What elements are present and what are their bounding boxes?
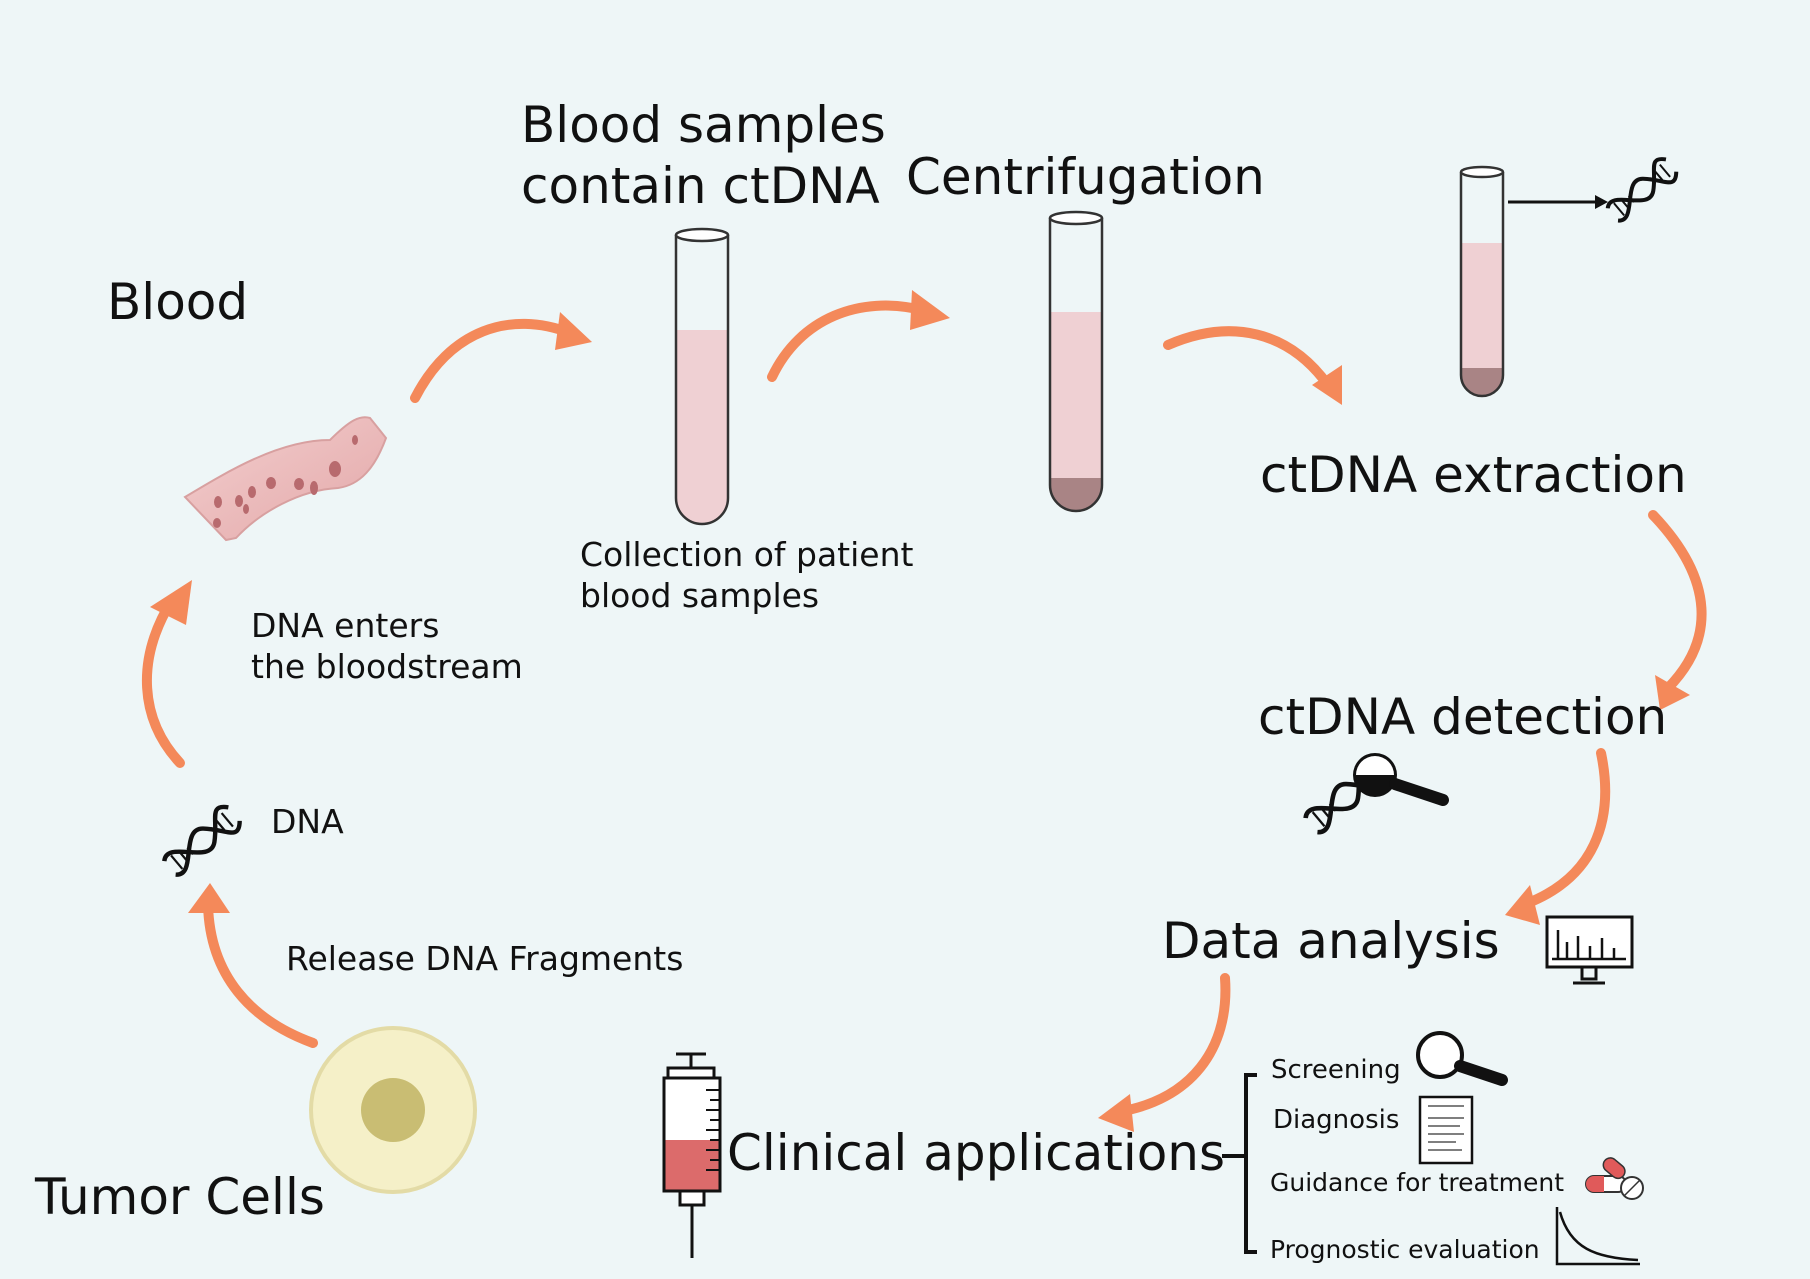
collection-label-line2: blood samples bbox=[580, 576, 820, 615]
application-diagnosis: Diagnosis bbox=[1273, 1105, 1400, 1135]
test-tube-icon bbox=[674, 227, 730, 526]
arrowhead bbox=[910, 290, 950, 330]
arrowhead bbox=[1312, 365, 1342, 405]
blood-vessel-icon bbox=[183, 416, 388, 542]
arrowhead bbox=[1505, 885, 1540, 925]
arrow-vessel-to-sample bbox=[410, 318, 575, 403]
diagnosis-report-icon bbox=[1418, 1095, 1474, 1165]
arrow-centrifuge-to-extraction bbox=[1163, 326, 1335, 393]
blood-samples-label-line2: contain ctDNA bbox=[521, 157, 880, 215]
magnifier-icon bbox=[1353, 753, 1449, 806]
test-tube-icon bbox=[1459, 165, 1505, 398]
application-screening: Screening bbox=[1271, 1055, 1401, 1085]
magnifier-icon bbox=[1416, 1031, 1508, 1086]
tumor-cell-icon bbox=[309, 1026, 477, 1194]
decay-curve-icon bbox=[1555, 1207, 1640, 1266]
ctdna-detection-label: ctDNA detection bbox=[1258, 688, 1668, 746]
release-dna-label: Release DNA Fragments bbox=[286, 939, 684, 978]
pill-capsule-icon bbox=[1585, 1157, 1644, 1200]
arrow-dna-to-vessel bbox=[142, 595, 185, 768]
arrow-heads bbox=[150, 290, 1690, 1132]
bar-chart-monitor-icon bbox=[1545, 915, 1634, 985]
dna-helix-icon bbox=[162, 804, 242, 877]
centrifugation-label: Centrifugation bbox=[906, 148, 1265, 206]
dna-label: DNA bbox=[271, 802, 344, 841]
dna-helix-icon bbox=[1605, 157, 1679, 223]
arrowhead bbox=[1098, 1094, 1134, 1132]
extraction-arrow bbox=[1508, 195, 1608, 209]
application-prognostic: Prognostic evaluation bbox=[1270, 1235, 1540, 1264]
arrowhead bbox=[555, 312, 592, 350]
arrow-extraction-to-detection bbox=[1648, 510, 1707, 693]
process-arrows bbox=[142, 300, 1707, 1117]
data-analysis-label: Data analysis bbox=[1162, 912, 1500, 970]
syringe-icon bbox=[662, 1052, 722, 1258]
ctdna-extraction-label: ctDNA extraction bbox=[1260, 446, 1687, 504]
dna-enters-label-line2: the bloodstream bbox=[251, 647, 523, 686]
applications-bracket bbox=[1222, 1073, 1257, 1254]
arrow-analysis-to-clinical bbox=[1113, 973, 1231, 1117]
tumor-cells-label: Tumor Cells bbox=[35, 1168, 325, 1226]
collection-label-line1: Collection of patient bbox=[580, 535, 914, 574]
arrow-detection-to-analysis bbox=[1515, 748, 1611, 911]
arrowhead bbox=[150, 580, 192, 625]
test-tube-icon bbox=[1048, 210, 1104, 513]
arrow-sample-to-centrifuge bbox=[767, 300, 927, 382]
arrowhead bbox=[1655, 675, 1690, 710]
blood-label: Blood bbox=[107, 273, 249, 331]
arrowhead bbox=[188, 883, 230, 913]
application-guidance: Guidance for treatment bbox=[1270, 1168, 1565, 1197]
arrow-tumor-to-dna bbox=[203, 900, 318, 1048]
dna-enters-label-line1: DNA enters bbox=[251, 606, 440, 645]
blood-samples-label-line1: Blood samples bbox=[521, 96, 886, 154]
clinical-applications-label: Clinical applications bbox=[727, 1124, 1226, 1182]
